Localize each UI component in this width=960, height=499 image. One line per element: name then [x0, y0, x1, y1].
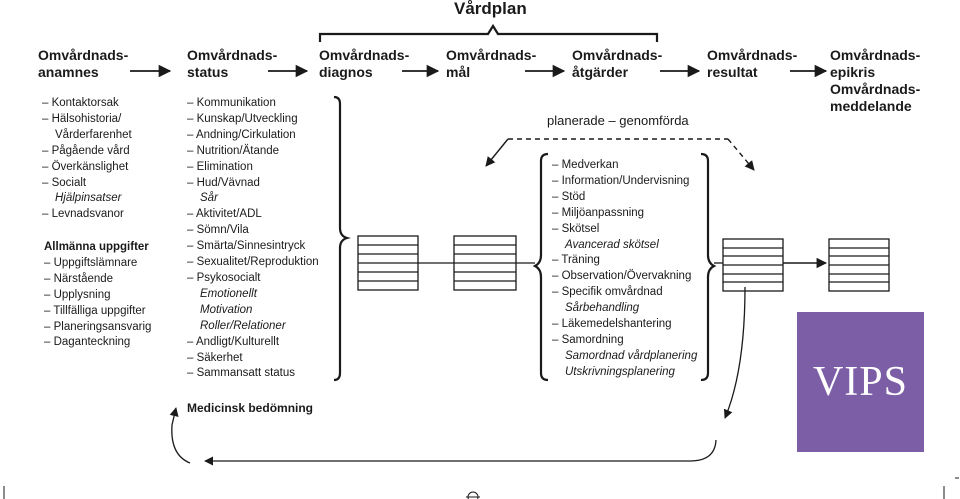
list-item: – Andligt/Kulturellt	[187, 335, 280, 348]
table-resultat	[722, 238, 784, 292]
list-item: – Stöd	[552, 190, 586, 203]
registration-mark	[466, 491, 480, 499]
list-item: Samordnad vårdplanering	[565, 349, 698, 362]
list-item: – Läkemedelshantering	[552, 318, 672, 331]
list-item: Motivation	[200, 303, 253, 316]
list-item: – Nutrition/Ätande	[187, 144, 280, 157]
list-item: – Pågående vård	[42, 144, 130, 157]
list-item: – Kommunikation	[187, 97, 276, 109]
list-item: – Träning	[552, 254, 600, 267]
table-diagnos	[357, 235, 419, 291]
planerade-genomforda: planerade – genomförda	[547, 113, 689, 128]
list-item: – Aktivitet/ADL	[187, 208, 262, 221]
list-item: – Andning/Cirkulation	[187, 128, 296, 141]
allmanna-list: Allmänna uppgifter – Uppgiftslämnare – N…	[44, 240, 151, 351]
list-item: Roller/Relationer	[200, 319, 286, 332]
list-item: – Skötsel	[552, 222, 600, 235]
list-item: – Elimination	[187, 160, 253, 173]
list-item: – Medverkan	[552, 159, 619, 171]
list-item: Emotionellt	[200, 287, 257, 300]
step-resultat: Omvårdnads- resultat	[707, 47, 798, 80]
list-item: – Säkerhet	[187, 351, 243, 364]
table-epikris	[828, 238, 890, 292]
atgarder-brace-right	[700, 152, 717, 382]
list-item: – Sexualitet/Reproduktion	[187, 256, 319, 269]
dashed-arrow-left	[485, 138, 509, 167]
status-brace	[333, 95, 351, 382]
anamnes-list: – Kontaktorsak – Hälsohistoria/ Vårderfa…	[42, 96, 132, 223]
list-item: Sårbehandling	[565, 302, 640, 315]
list-item: – Specifik omvårdnad	[552, 286, 663, 299]
list-item: Hjälpinsatser	[55, 192, 122, 205]
atgarder-list: – Medverkan – Information/Undervisning –…	[552, 158, 697, 381]
list-item: – Observation/Övervakning	[552, 270, 692, 283]
list-item: – Överkänslighet	[42, 160, 129, 173]
list-item: Sår	[200, 192, 218, 205]
list-item: – Närstående	[44, 272, 114, 285]
return-curve-right	[723, 286, 746, 419]
list-item: – Daganteckning	[44, 336, 131, 349]
step-diagnos: Omvårdnads- diagnos	[319, 47, 410, 80]
list-item: – Levnadsvanor	[42, 208, 124, 221]
list-item: – Tillfälliga uppgifter	[44, 304, 146, 317]
return-curve-left	[169, 407, 191, 464]
list-item: – Kontaktorsak	[42, 97, 119, 109]
step-status: Omvårdnads- status	[187, 47, 278, 80]
list-item: – Sömn/Vila	[187, 224, 249, 237]
list-item: – Hud/Vävnad	[187, 176, 260, 189]
dashed-arrow-right	[727, 138, 755, 171]
list-item: – Psykosocialt	[187, 271, 261, 284]
step-anamnes: Omvårdnads- anamnes	[38, 47, 129, 80]
list-item: Utskrivningsplanering	[565, 365, 675, 378]
list-item: – Uppgiftslämnare	[44, 256, 138, 269]
list-item: – Miljöanpassning	[552, 206, 645, 219]
allmanna-heading: Allmänna uppgifter	[44, 241, 149, 253]
status-list: – Kommunikation – Kunskap/Utveckling – A…	[187, 96, 319, 382]
vardplan-title: Vårdplan	[454, 0, 527, 18]
step-epikris: Omvårdnads- epikris Omvårdnads- meddelan…	[830, 47, 921, 114]
list-item: – Samordning	[552, 333, 624, 346]
list-item: Avancerad skötsel	[565, 238, 659, 251]
list-item: – Information/Undervisning	[552, 174, 690, 187]
return-line-bottom	[204, 439, 717, 466]
list-item: – Upplysning	[44, 288, 111, 301]
list-item: Vårderfarenhet	[55, 128, 132, 141]
step-atgarder: Omvårdnads- åtgärder	[572, 47, 663, 80]
table-mal	[453, 235, 517, 291]
medicinsk-bedomning: Medicinsk bedömning	[187, 401, 314, 415]
list-item: – Kunskap/Utveckling	[187, 112, 298, 125]
step-mal: Omvårdnads- mål	[446, 47, 537, 80]
list-item: – Smärta/Sinnesintryck	[187, 240, 306, 253]
list-item: – Planeringsansvarig	[44, 320, 152, 333]
atgarder-brace-left	[532, 152, 549, 382]
vips-logo: VIPS	[797, 312, 924, 452]
list-item: – Socialt	[42, 176, 87, 189]
list-item: – Sammansatt status	[187, 367, 296, 380]
list-item: – Hälsohistoria/	[42, 112, 122, 125]
vardplan-brace	[318, 23, 659, 42]
